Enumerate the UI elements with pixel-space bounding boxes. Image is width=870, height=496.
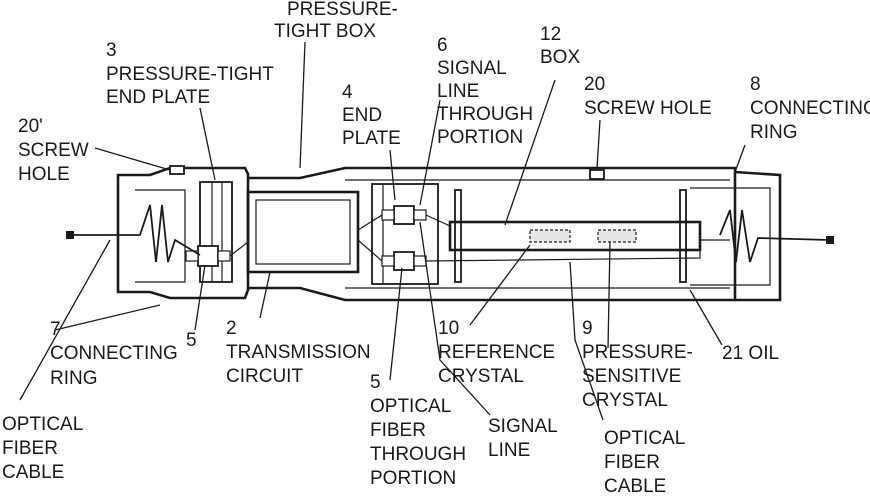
right-partition — [454, 189, 687, 283]
right-fiber-coil — [719, 209, 831, 263]
fiber-through-portion-left — [197, 245, 219, 267]
label-signal-line-through-portion: 6 SIGNAL LINE THROUGH PORTION — [437, 35, 538, 148]
label-pressure-sensitive-crystal: 9 PRESSURE- SENSITIVE CRYSTAL — [582, 318, 698, 411]
label-end-plate: 4 END PLATE — [342, 82, 401, 149]
label-num-5-left: 5 — [186, 330, 197, 351]
screw-holes — [169, 165, 605, 180]
left-connecting-ring — [116, 166, 250, 300]
label-reference-crystal: 10 REFERENCE CRYSTAL — [438, 318, 560, 387]
label-connecting-ring-7: 7 CONNECTING RING — [50, 319, 183, 389]
label-optical-fiber-cable-left: OPTICAL FIBER CABLE — [2, 414, 88, 483]
label-pressure-tight-end-plate: 3 PRESSURE-TIGHT END PLATE — [106, 40, 279, 108]
label-optical-fiber-cable-right: OPTICAL FIBER CABLE — [604, 428, 690, 496]
label-transmission-circuit: 2 TRANSMISSION CIRCUIT — [226, 318, 376, 387]
signal-through-portion — [393, 205, 415, 225]
right-cable-end — [826, 236, 834, 244]
label-optical-fiber-through-portion: 5 OPTICAL FIBER THROUGH PORTION — [370, 372, 471, 489]
label-signal-line: SIGNAL LINE — [488, 416, 562, 461]
through-portions — [185, 205, 427, 271]
pressure-tight-box-outer — [248, 166, 737, 302]
label-screw-hole-20: 20 SCREW HOLE — [584, 74, 712, 119]
pressure-sensitive-crystal — [597, 229, 637, 243]
label-screw-hole-20p: 20' SCREW HOLE — [18, 116, 94, 185]
label-pressure-tight-box: PRESSURE- TIGHT BOX — [274, 0, 403, 42]
left-ring-cavity — [135, 189, 186, 283]
transmission-circuit — [246, 190, 360, 274]
label-box: 12 BOX — [540, 24, 580, 68]
screw-hole-20 — [589, 169, 605, 180]
label-connecting-ring-8: 8 CONNECTING RING — [750, 74, 870, 143]
fiber-through-portion-right — [393, 251, 415, 271]
right-connecting-ring — [734, 170, 782, 302]
left-cable-end — [66, 231, 74, 239]
leader-lines — [19, 41, 746, 421]
left-fiber-coil — [70, 204, 201, 263]
end-plate — [371, 183, 439, 285]
right-ring-cavity — [690, 187, 771, 286]
optical-fibers — [66, 204, 834, 263]
label-oil: 21 OIL — [722, 343, 779, 364]
screw-hole-20p — [169, 165, 185, 175]
device-body — [116, 166, 782, 302]
crystal-box — [448, 220, 702, 252]
reference-crystal — [529, 229, 571, 243]
